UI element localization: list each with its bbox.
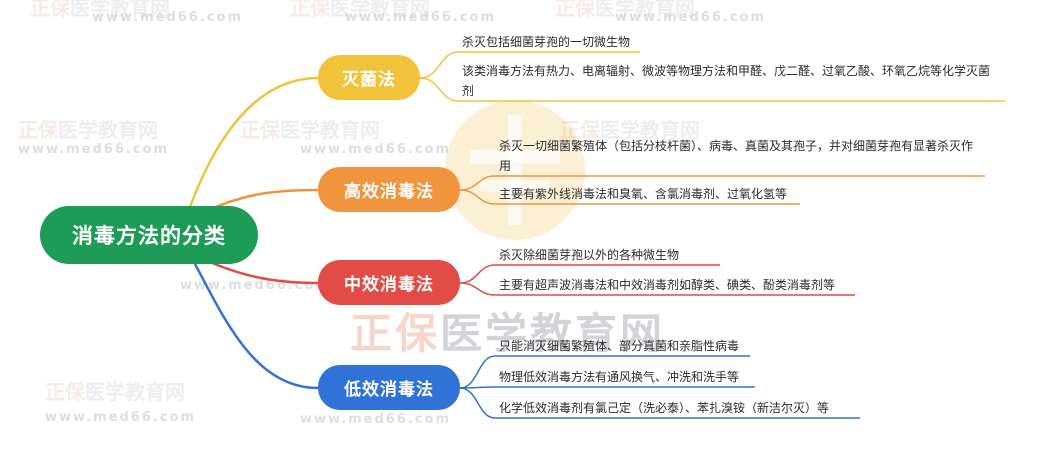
leaf-low-level-definition: 只能消灭细菌繁殖体、部分真菌和亲脂性病毒 [499,339,740,353]
leaf-low-level-physical: 物理低效消毒方法有通风换气、冲洗和洗手等 [499,370,740,384]
branch-node-high-level[interactable]: 高效消毒法 [318,167,460,212]
root-node[interactable]: 消毒方法的分类 [40,206,258,264]
connector-root-intermediate [204,258,319,285]
leaf-low-level-chemical: 化学低效消毒剂有氯己定（洗必泰）、苯扎溴铵（新洁尔灭）等 [499,401,830,415]
leaf-intermediate-methods: 主要有超声波消毒法和中效消毒剂如醇类、碘类、酚类消毒剂等 [499,278,836,292]
leaf-high-level-definition: 杀灭一切细菌繁殖体（包括分枝杆菌）、病毒、真菌及其孢子，并对细菌芽孢有显著杀灭作… [499,139,974,173]
leaf-intermediate-definition: 杀灭除细菌芽孢以外的各种微生物 [499,248,680,262]
connector-root-sterilization [188,76,319,208]
connector-root-low [193,263,319,390]
branch-node-sterilization[interactable]: 灭菌法 [318,55,420,100]
leaf-sterilization-definition: 杀灭包括细菌芽孢的一切微生物 [462,35,631,49]
leaf-high-level-methods: 主要有紫外线消毒法和臭氧、含氯消毒剂、过氧化氢等 [499,187,788,201]
branch-node-intermediate-level[interactable]: 中效消毒法 [318,260,460,305]
branch-node-low-level[interactable]: 低效消毒法 [318,365,460,410]
leaf-sterilization-methods: 该类消毒方法有热力、电离辐射、微波等物理方法和甲醛、戊二醛、过氧乙酸、环氧乙烷等… [462,64,991,98]
